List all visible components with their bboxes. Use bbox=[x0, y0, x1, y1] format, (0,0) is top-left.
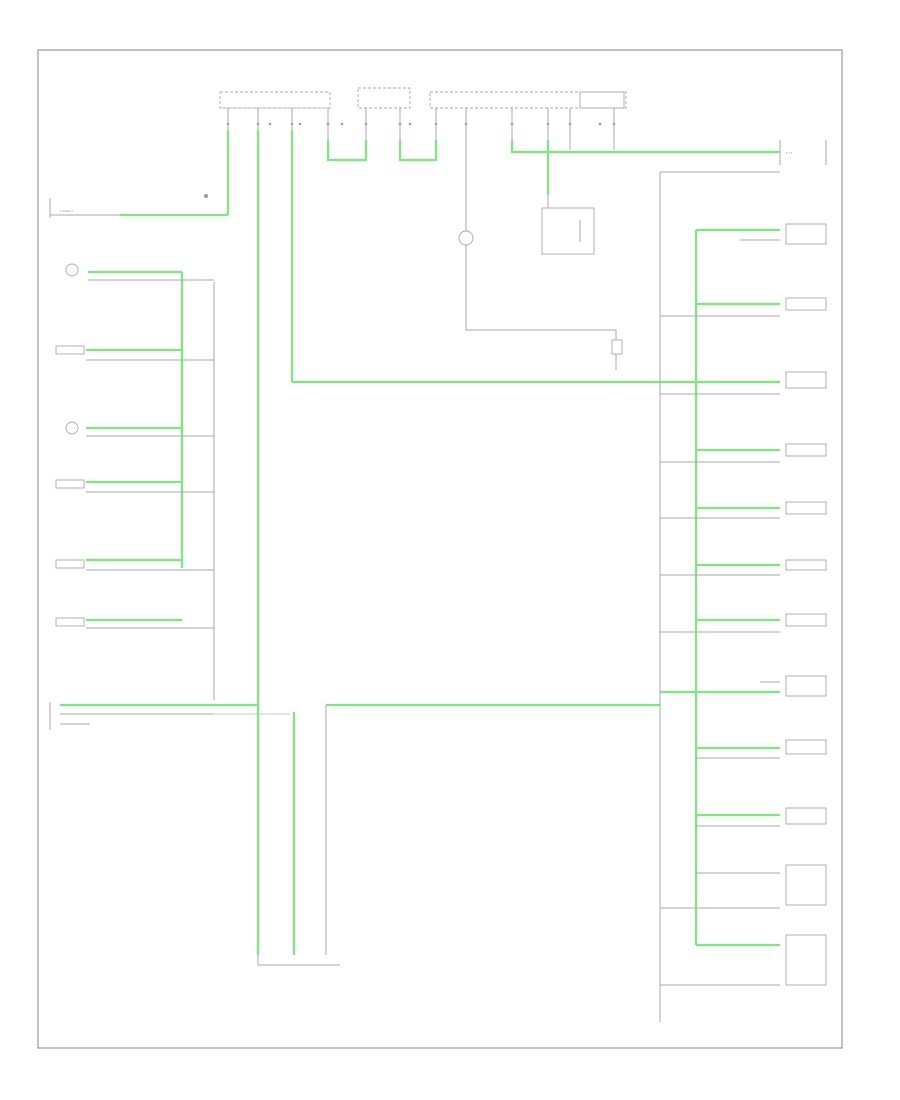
svg-text:▪ ▪ ▪: ▪ ▪ ▪ bbox=[786, 151, 793, 155]
right-component-9 bbox=[696, 807, 827, 827]
right-component-8 bbox=[696, 739, 827, 759]
right-component-7 bbox=[660, 675, 827, 697]
sensor-top-center bbox=[458, 230, 474, 290]
top-module-2 bbox=[357, 87, 411, 109]
top-module-1 bbox=[219, 91, 331, 109]
relay-top-center bbox=[541, 207, 595, 255]
diagram-frame bbox=[37, 49, 843, 1049]
svg-text:• ═══ •: • ═══ • bbox=[60, 209, 74, 213]
left-component-4 bbox=[55, 558, 214, 571]
left-component-7 bbox=[49, 702, 258, 730]
center-junction bbox=[465, 320, 623, 370]
right-component-1 bbox=[660, 297, 827, 317]
right-component-11 bbox=[660, 934, 827, 986]
right-component-10 bbox=[660, 864, 827, 909]
top-module-3 bbox=[429, 91, 627, 109]
left-component-3 bbox=[55, 479, 214, 493]
left-component-2 bbox=[65, 421, 214, 437]
left-bus bbox=[180, 130, 780, 705]
top-pins bbox=[226, 122, 616, 126]
top-right-connector: ▪ ▪ ▪ bbox=[779, 140, 827, 165]
right-component-4 bbox=[660, 501, 827, 519]
left-component-5 bbox=[55, 617, 214, 629]
right-component-2 bbox=[660, 371, 827, 395]
top-green-wires bbox=[226, 130, 780, 215]
right-components bbox=[660, 223, 827, 986]
right-component-5 bbox=[660, 559, 827, 576]
left-component-0 bbox=[65, 263, 214, 281]
bottom-ground-wires bbox=[214, 703, 660, 966]
right-component-6 bbox=[660, 613, 827, 633]
left-component-1 bbox=[55, 345, 214, 361]
right-bus bbox=[659, 171, 780, 985]
left-top-switch: • ═══ • bbox=[49, 194, 228, 218]
right-component-0 bbox=[696, 223, 827, 245]
right-component-3 bbox=[660, 443, 827, 463]
